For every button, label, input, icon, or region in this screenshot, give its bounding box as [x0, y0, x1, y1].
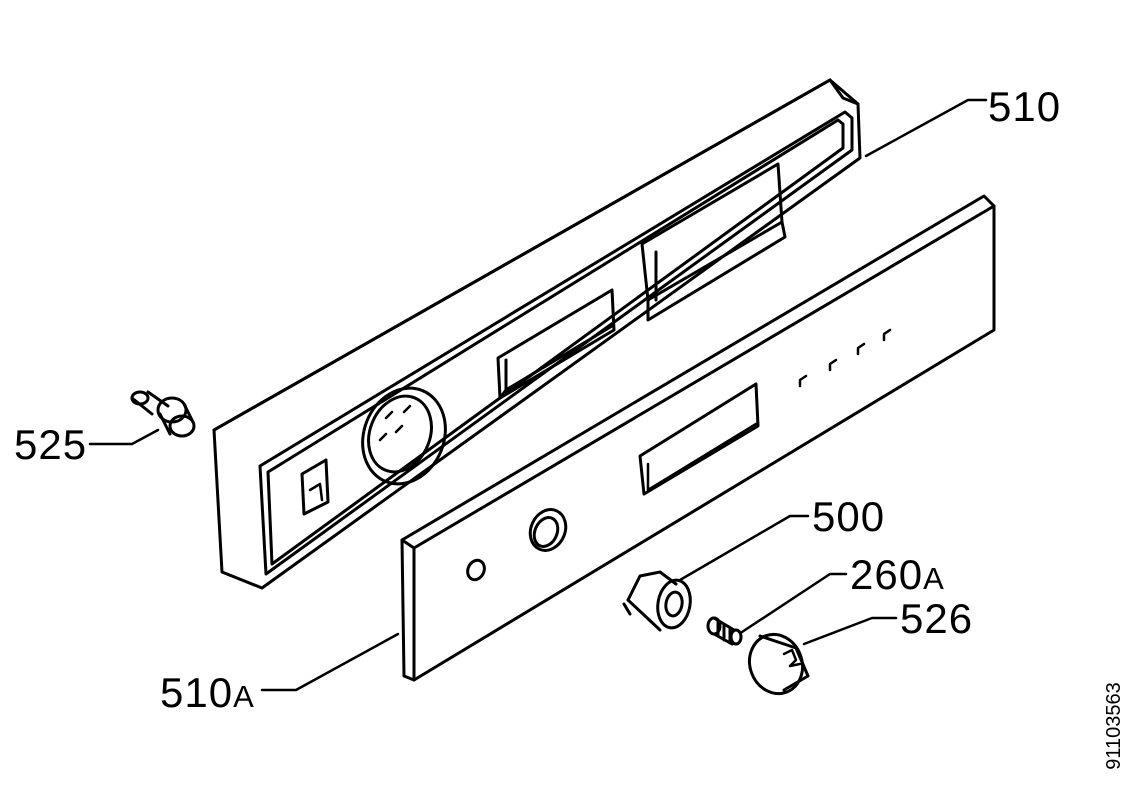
fascia-small-hole — [466, 558, 486, 582]
frame-window-middle — [496, 288, 616, 400]
fascia-display-window — [638, 382, 760, 496]
front-fascia-plate-510a — [400, 194, 996, 682]
leader-510 — [864, 98, 988, 158]
label-part-500: 500 — [812, 493, 886, 540]
control-panel-frame-510 — [212, 78, 862, 590]
screw-525 — [130, 390, 196, 438]
label-part-260a: 260A — [850, 551, 945, 598]
frame-round-opening — [361, 386, 447, 486]
leader-526 — [802, 616, 898, 646]
frame-top-edge — [212, 78, 832, 432]
leader-525 — [88, 428, 160, 446]
frame-right-side — [828, 78, 860, 106]
fascia-indicator-lights — [798, 328, 892, 388]
fascia-outline — [400, 194, 996, 682]
frame-inner-rim-2 — [266, 118, 845, 566]
frame-small-slot — [300, 458, 330, 516]
label-part-526: 526 — [900, 595, 974, 642]
spring-260a — [706, 616, 743, 646]
drawing-reference-number: 91103563 — [1103, 682, 1125, 770]
leader-510a — [260, 632, 400, 692]
label-part-525: 525 — [14, 421, 88, 468]
knob-526 — [748, 632, 810, 696]
label-part-510: 510 — [988, 83, 1062, 130]
label-part-510a: 510A — [160, 669, 255, 716]
bushing-500 — [622, 570, 692, 632]
frame-window-large-depth — [646, 220, 787, 322]
fascia-top-edge — [400, 204, 996, 550]
fascia-knob-hole — [528, 508, 568, 552]
leader-lines — [88, 98, 988, 692]
leader-260a — [740, 572, 848, 634]
leader-500 — [678, 514, 810, 582]
